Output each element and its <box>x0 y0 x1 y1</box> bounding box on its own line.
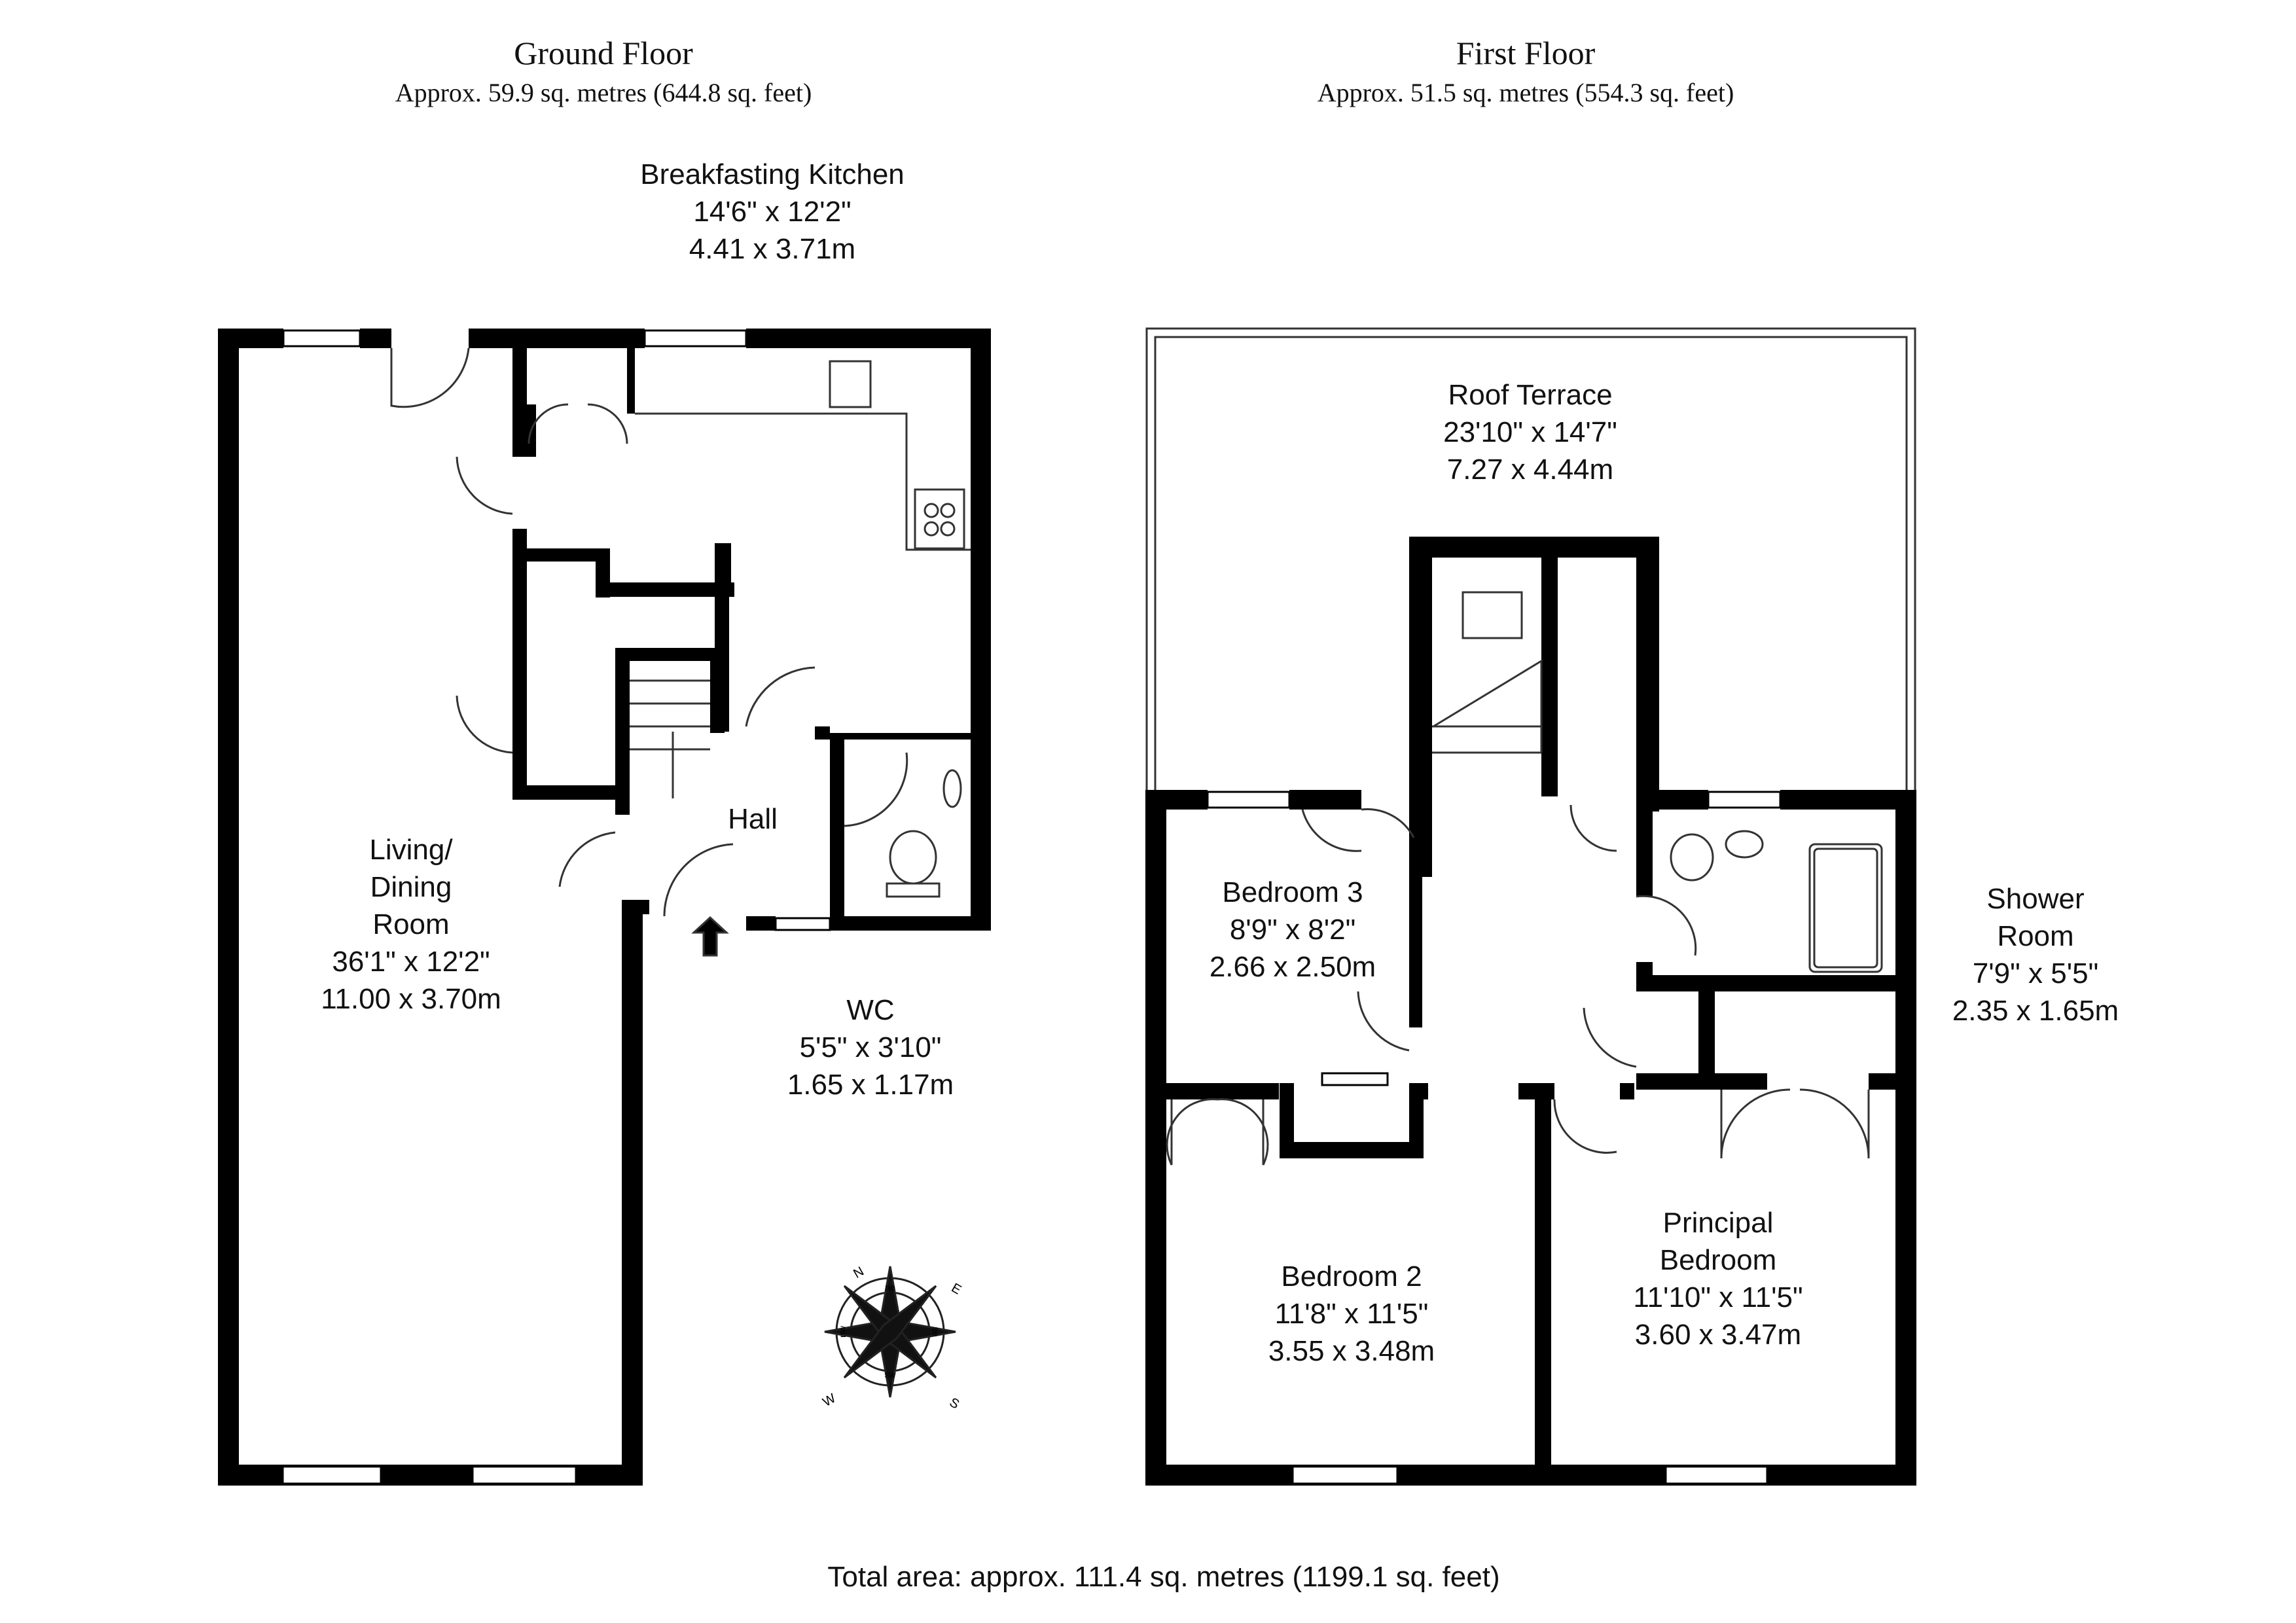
room-metric: 11.00 x 3.70m <box>321 983 501 1015</box>
room-name-line1: Principal <box>1662 1207 1774 1239</box>
compass-label: E <box>949 1281 964 1298</box>
room-label-bedroom3: Bedroom 3 8'9" x 8'2" 2.66 x 2.50m <box>1210 874 1376 986</box>
first-floor-walls <box>1145 537 1916 1486</box>
compass-label: se <box>931 1327 941 1337</box>
room-imperial: 11'10" x 11'5" <box>1633 1281 1803 1313</box>
room-metric: 4.41 x 3.71m <box>689 233 856 265</box>
ground-floor-area: Approx. 59.9 sq. metres (644.8 sq. feet) <box>395 78 812 107</box>
room-name-line2: Room <box>1997 920 2074 952</box>
compass-label: W <box>820 1391 838 1410</box>
compass-label: ne <box>885 1282 895 1293</box>
room-label-living: Living/ Dining Room 36'1" x 12'2" 11.00 … <box>321 831 501 1018</box>
room-imperial: 8'9" x 8'2" <box>1229 914 1356 946</box>
room-label-kitchen: Breakfasting Kitchen 14'6" x 12'2" 4.41 … <box>640 156 905 268</box>
compass-label: N <box>851 1264 867 1281</box>
first-floor-fixtures <box>1145 327 1916 1166</box>
room-label-principal-bedroom: Principal Bedroom 11'10" x 11'5" 3.60 x … <box>1633 1204 1803 1353</box>
room-label-shower-room: Shower Room 7'9" x 5'5" 2.35 x 1.65m <box>1952 880 2119 1029</box>
first-floor-title: First Floor <box>1456 35 1596 71</box>
room-name: Breakfasting Kitchen <box>640 158 905 190</box>
room-imperial: 7'9" x 5'5" <box>1972 957 2099 990</box>
compass-rose <box>824 1266 956 1398</box>
room-name-line2: Dining <box>370 871 452 903</box>
room-label-roof-terrace: Roof Terrace 23'10" x 14'7" 7.27 x 4.44m <box>1443 376 1617 488</box>
room-label-wc: WC 5'5" x 3'10" 1.65 x 1.17m <box>787 991 954 1103</box>
room-metric: 3.60 x 3.47m <box>1634 1319 1802 1351</box>
total-area: Total area: approx. 111.4 sq. metres (11… <box>827 1561 1500 1593</box>
room-imperial: 14'6" x 12'2" <box>693 196 852 228</box>
room-label-hall: Hall <box>728 800 778 838</box>
compass-label: nw <box>837 1325 848 1338</box>
room-name: Roof Terrace <box>1448 379 1613 411</box>
room-name-line2: Bedroom <box>1659 1244 1777 1276</box>
compass-label: sw <box>884 1369 896 1380</box>
first-floor-windows <box>1206 791 1782 1485</box>
room-metric: 3.55 x 3.48m <box>1268 1335 1435 1367</box>
room-metric: 2.35 x 1.65m <box>1952 995 2119 1027</box>
room-label-bedroom2: Bedroom 2 11'8" x 11'5" 3.55 x 3.48m <box>1268 1258 1435 1370</box>
room-name: Bedroom 2 <box>1281 1260 1422 1293</box>
room-name: Bedroom 3 <box>1222 876 1363 908</box>
room-metric: 2.66 x 2.50m <box>1209 951 1376 983</box>
room-metric: 1.65 x 1.17m <box>787 1069 954 1101</box>
room-name-line1: Shower <box>1986 883 2085 915</box>
room-imperial: 23'10" x 14'7" <box>1443 416 1617 448</box>
compass-label: S <box>947 1395 962 1412</box>
room-name: Hall <box>728 803 778 835</box>
room-imperial: 5'5" x 3'10" <box>799 1031 942 1063</box>
room-metric: 7.27 x 4.44m <box>1446 454 1614 486</box>
ground-floor-title: Ground Floor <box>514 35 693 71</box>
ground-floor-windows <box>281 329 831 1485</box>
room-name: WC <box>846 994 895 1026</box>
room-name-line3: Room <box>372 908 450 940</box>
ground-floor-fixtures <box>390 348 971 957</box>
room-imperial: 36'1" x 12'2" <box>332 946 490 978</box>
first-floor-area: Approx. 51.5 sq. metres (554.3 sq. feet) <box>1317 78 1734 107</box>
room-name-line1: Living/ <box>369 834 453 866</box>
room-imperial: 11'8" x 11'5" <box>1274 1298 1429 1330</box>
